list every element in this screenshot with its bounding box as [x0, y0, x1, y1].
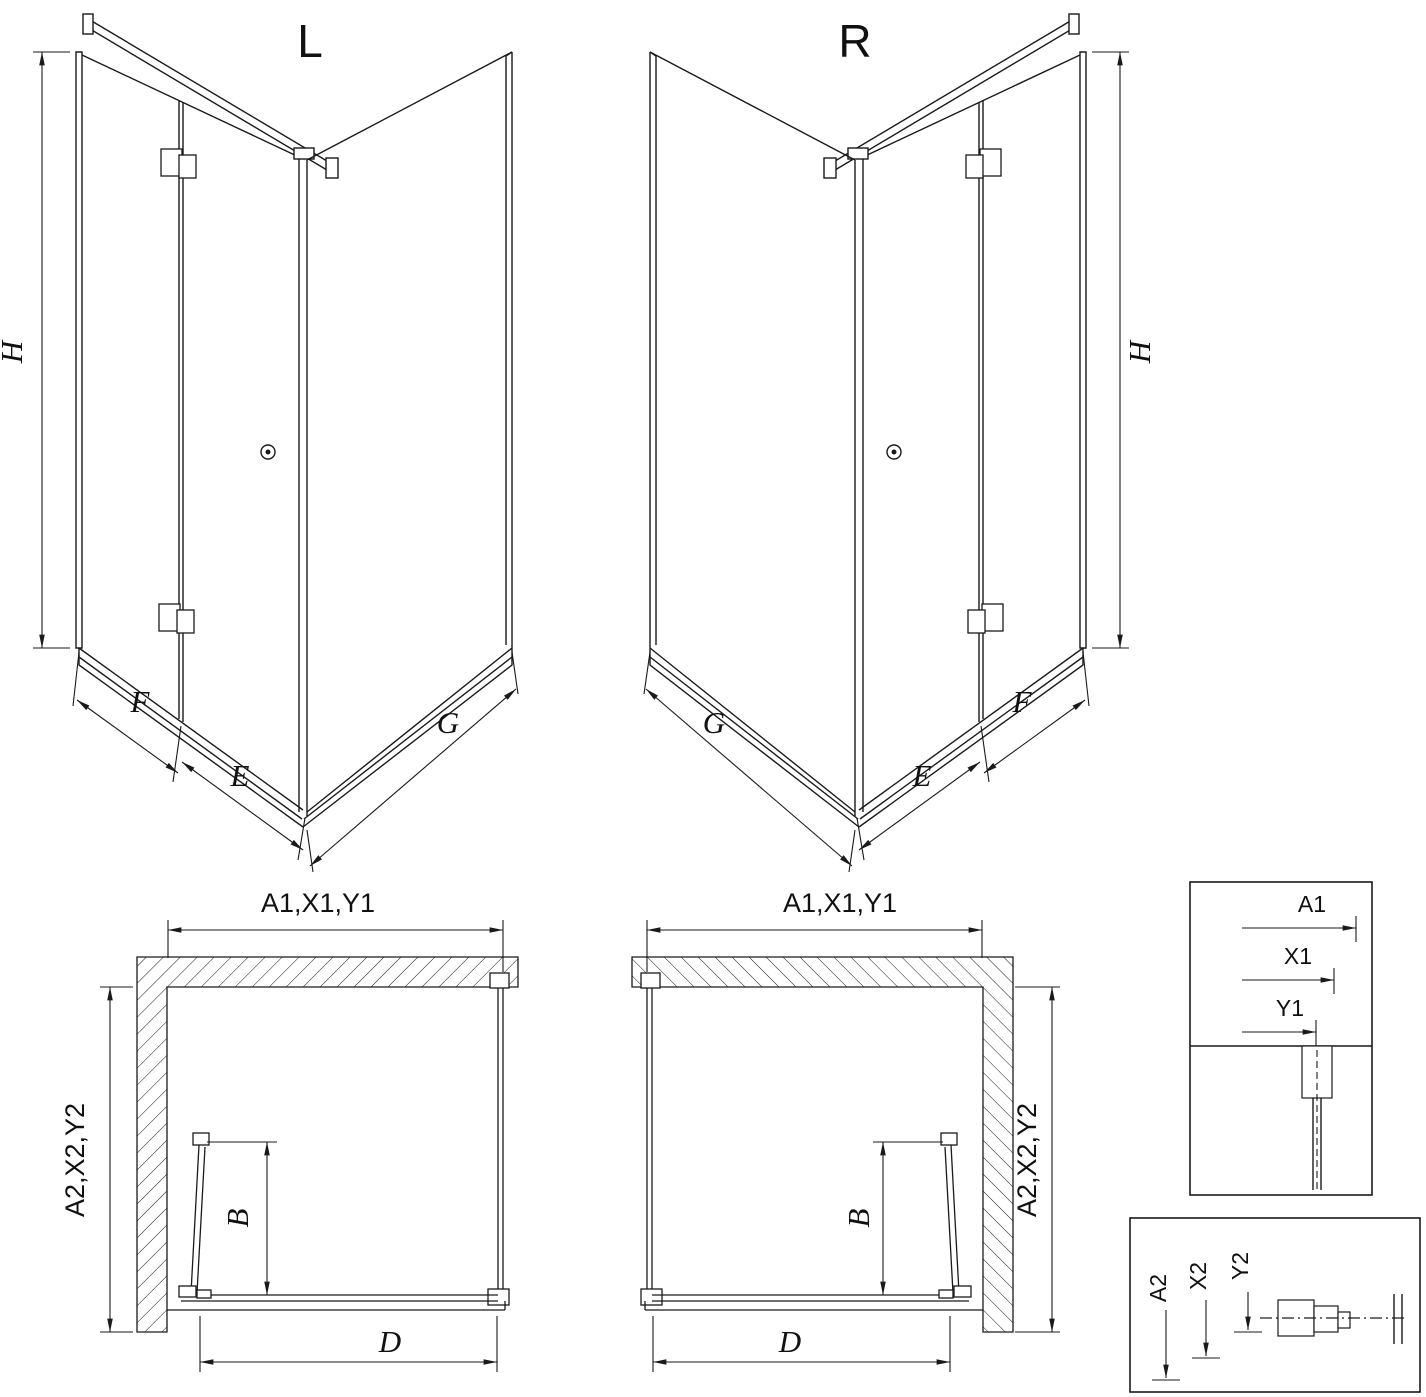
plan-right-top-dim-label: A1,X1,Y1: [783, 888, 897, 918]
variant-label-left: L: [297, 15, 323, 67]
dim-label-side-right: G: [703, 705, 725, 740]
plan-left-opening-label: D: [378, 1324, 401, 1359]
detail-top-a1-label: A1: [1298, 891, 1326, 917]
dim-label-door-left: E: [230, 758, 250, 793]
detail-top-x1-label: X1: [1284, 943, 1312, 969]
plan-left-dimension-lines: [100, 920, 504, 1372]
detail-top-profile: [1190, 1045, 1372, 1190]
detail-bottom-a2-label: A2: [1145, 1274, 1171, 1302]
plan-right-dimension-lines: [646, 920, 1060, 1372]
plan-left-door-depth-label: B: [220, 1208, 255, 1227]
iso-view-right: R H F E G: [644, 14, 1157, 872]
plan-right-geometry: [631, 956, 1014, 1333]
detail-bottom-x2-label: X2: [1185, 1262, 1211, 1290]
plan-left-top-dim-label: A1,X1,Y1: [261, 888, 375, 918]
detail-bottom-profile: [1260, 1294, 1408, 1344]
detail-view-bottom: A2 X2 Y2: [1129, 1217, 1421, 1393]
variant-label-right: R: [838, 15, 871, 67]
dim-label-height-right: H: [1122, 339, 1157, 364]
dim-label-fixed-right: F: [1012, 684, 1033, 719]
dim-label-fixed-left: F: [130, 684, 151, 719]
detail-top-y1-label: Y1: [1276, 995, 1304, 1021]
dim-label-side-left: G: [437, 705, 459, 740]
detail-bottom-y2-label: Y2: [1227, 1252, 1253, 1280]
detail-top-callouts: [1242, 916, 1357, 1046]
detail-top-frame: [1189, 881, 1373, 1196]
plan-right-opening-label: D: [778, 1324, 801, 1359]
plan-left-geometry: [136, 956, 519, 1333]
iso-right-geometry: [644, 14, 1129, 872]
detail-view-top: A1 X1 Y1: [1189, 881, 1373, 1196]
detail-bottom-callouts: [1152, 1292, 1262, 1381]
iso-left-geometry: [33, 14, 518, 872]
plan-view-left: A1,X1,Y1 A2,X2,Y2 B D: [60, 888, 519, 1372]
detail-bottom-frame: [1129, 1217, 1421, 1393]
plan-view-right: A1,X1,Y1 A2,X2,Y2 B D: [631, 888, 1060, 1372]
dim-label-height-left: H: [0, 339, 29, 364]
plan-left-side-dim-label: A2,X2,Y2: [60, 1103, 90, 1217]
iso-view-left: L H F E G: [0, 14, 518, 872]
plan-right-side-dim-label: A2,X2,Y2: [1012, 1103, 1042, 1217]
dim-label-door-right: E: [912, 758, 932, 793]
plan-right-door-depth-label: B: [841, 1208, 876, 1227]
